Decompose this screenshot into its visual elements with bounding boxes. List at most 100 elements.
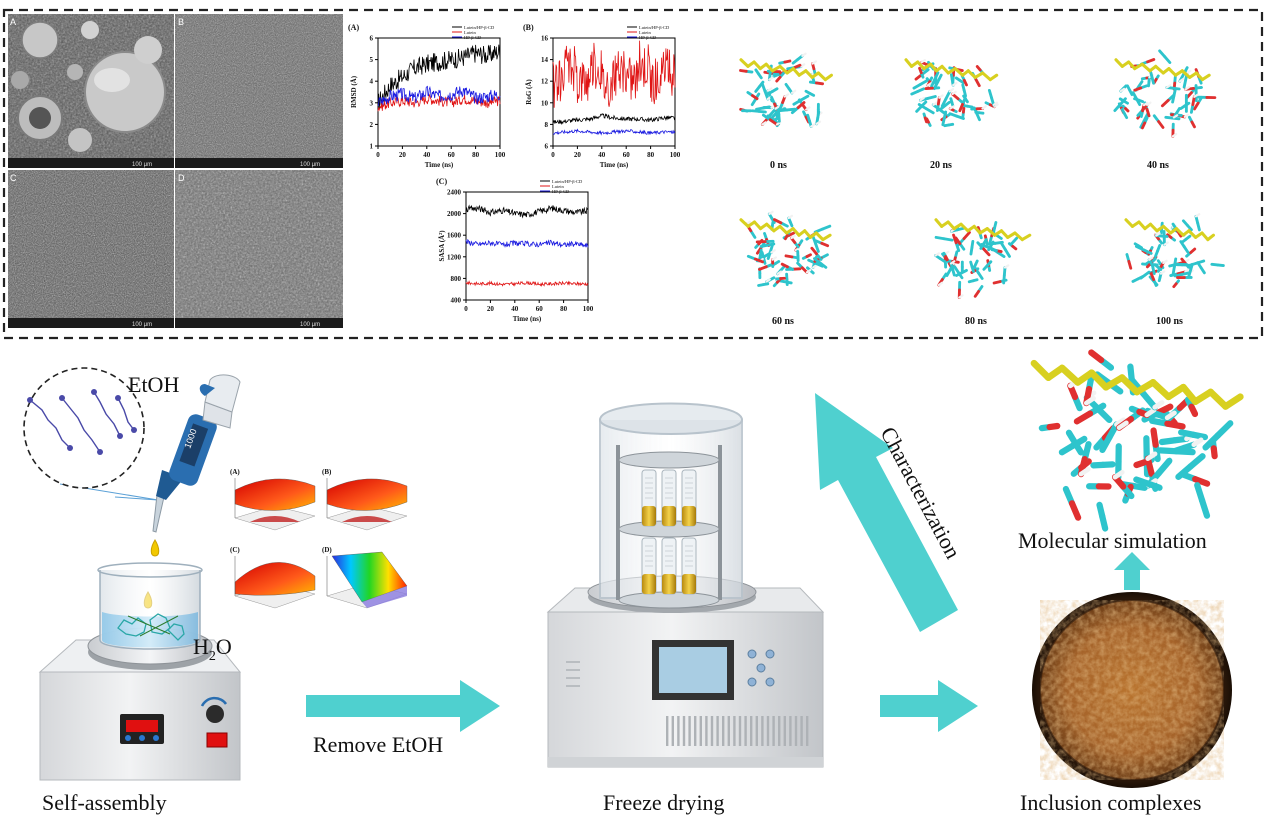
bond-o [967,279,975,284]
bond-h [951,90,957,96]
sem-image-a: A [8,14,174,168]
bond-lutein [1174,227,1185,237]
y-axis-label: RoG (Å) [525,79,533,105]
bond-o [772,218,783,225]
bond-o [1189,247,1197,255]
sem-label-b: B [178,17,184,27]
bond-lutein [1118,374,1141,396]
y-tick-label: 3 [370,99,374,107]
bond-h [765,278,771,283]
bond-o [1187,261,1198,268]
bond-o [1156,244,1162,253]
bond-o [1123,112,1129,120]
x-axis-label: Time (ns) [513,315,542,323]
bond-o [1180,237,1188,244]
bond-o [777,108,789,113]
bond-lutein [1187,229,1198,239]
bond-h [1191,437,1204,448]
bond-o [758,265,768,271]
sem-label-a: A [10,17,16,27]
vent-slot [772,716,775,746]
bond-h [981,105,987,110]
legend-label: Lutein/HP-β-CD [639,25,670,30]
y-tick-label: 12 [541,78,549,86]
vent-slot [666,716,669,746]
bond-lutein [981,71,992,82]
bond-lutein [1161,224,1173,235]
series-line [552,113,676,126]
bond-h [938,94,944,99]
legend-label: HP-β-CD [464,35,482,40]
vent-slot [755,716,758,746]
bond-o [1149,71,1154,80]
bond-o [1127,363,1135,383]
sem-image-grid: A B C D 100 μm 100 μm 100 μm 100 μm [8,14,343,328]
bond-o [784,254,794,259]
bond-o [943,123,951,128]
bond-lutein [985,227,997,237]
y-tick-label: 14 [541,56,549,64]
snapshot-molecule-0 [739,52,833,128]
y-tick-label: 6 [370,35,374,43]
sem-scale-b: 100 μm [300,162,320,168]
bond-o [1106,421,1120,441]
step-inclusion-complexes: Inclusion complexes [1020,790,1201,815]
bond-o [1158,49,1167,59]
sem-info-bar-d [175,318,343,328]
bond-lutein [966,69,977,79]
bond-o [774,260,781,265]
bond-h [1172,114,1179,119]
bond-o [1192,476,1211,487]
bond-o [1090,461,1107,469]
bond-o [1126,84,1132,92]
y-tick-label: 1600 [447,232,462,240]
bond-o [958,78,965,85]
vial-sample [642,574,656,594]
response-surface-plots: (A)(B)(C)(D) [230,468,408,609]
sem-label-c: C [10,173,17,183]
vial [661,469,677,527]
bond-o [1182,245,1190,254]
bond-o [793,63,802,69]
bond-lutein [821,233,832,242]
sem-scale-d: 100 μm [300,322,320,328]
bond-o [969,246,974,256]
surface [234,562,316,596]
bond-o [805,253,812,258]
bond-o [1002,266,1007,277]
x-axis-label: Time (ns) [425,161,454,169]
ethanol-lutein-bubble [23,367,159,501]
sem-image-d: D [175,170,343,328]
bond-o [910,90,920,96]
vent-slot [778,716,781,746]
x-tick-label: 20 [574,151,582,159]
bond-o [754,68,761,76]
bond-lutein [1207,388,1229,410]
bond-o [974,78,981,88]
bond-lutein [1020,233,1032,242]
bond-o [753,257,764,264]
drop-icon [150,539,160,557]
bond-h [1142,101,1149,107]
x-tick-label: 60 [448,151,456,159]
bond-h [1163,241,1169,246]
bond-h [1155,232,1161,237]
bond-o [1133,97,1141,102]
bond-h [993,103,999,108]
bond-o [1141,121,1147,130]
bond-h [958,294,964,299]
bond-h [1171,132,1178,138]
bond-o [933,71,940,81]
x-tick-label: 80 [472,151,480,159]
surface-plot-2: (C) [230,546,316,609]
bond-o [815,81,825,86]
bond-h [1146,101,1152,106]
series-line [377,44,501,110]
bond-o [1190,120,1196,129]
bond-o [780,262,789,269]
x-tick-label: 0 [376,151,380,159]
bond-o [1172,257,1178,269]
petri-dish-powder [1032,592,1232,788]
h2o-label: H2O [193,634,232,664]
legend-label: Lutein [464,30,476,35]
